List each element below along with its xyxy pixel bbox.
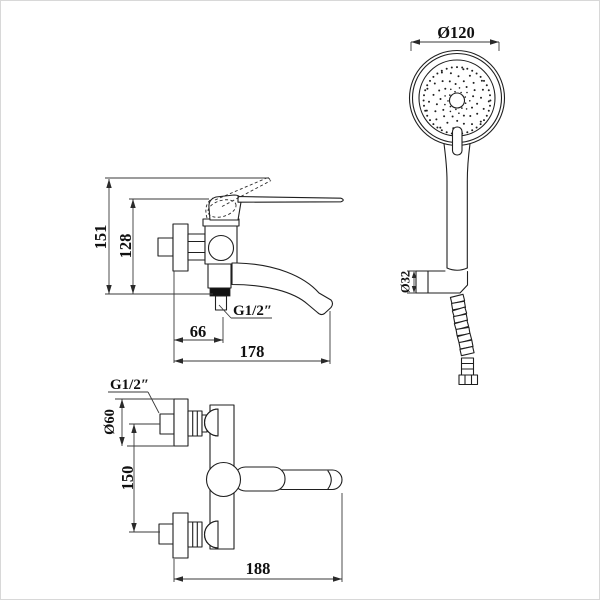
spout <box>231 262 334 316</box>
diverter-knob <box>207 234 235 262</box>
hand-shower <box>408 49 506 386</box>
front-view-faucet <box>158 398 343 559</box>
side-view-dimensions: 151 128 66 178 G1/2″ <box>91 177 331 364</box>
wall-flange <box>172 223 189 272</box>
dim-spout-reach-label: 178 <box>240 342 265 361</box>
spray-nozzle-dots <box>422 66 492 135</box>
dim-flange-diameter-label: Ø60 <box>102 409 118 435</box>
lever-raised-dashed <box>205 177 272 219</box>
mounting-nut <box>187 233 206 261</box>
outlet-thread <box>209 287 231 297</box>
inlet-thread-label: G1/2″ <box>110 377 149 393</box>
front-view-dimensions: G1/2″ Ø60 150 188 <box>102 377 343 582</box>
wall-connector <box>157 237 174 257</box>
bottom-inlet-assembly <box>158 512 219 559</box>
top-inlet-assembly <box>159 398 219 447</box>
front-lever-handle <box>205 461 343 498</box>
hose-connector <box>460 357 475 376</box>
dim-inlet-spacing-label: 150 <box>118 466 137 491</box>
shower-hose <box>449 293 479 386</box>
spout-thread-label: G1/2″ <box>233 303 272 319</box>
front-knob <box>205 461 242 498</box>
bottom-flange <box>172 512 189 559</box>
shower-handle <box>443 143 471 271</box>
outlet-stub <box>214 295 228 311</box>
spray-mode-slider <box>451 126 463 156</box>
side-view-faucet <box>157 177 344 316</box>
dim-spout-offset-label: 66 <box>190 322 207 341</box>
top-flange <box>173 398 189 447</box>
hose-nut <box>458 374 479 386</box>
body-neck <box>207 263 232 289</box>
dim-overall-height-label: 151 <box>91 225 110 250</box>
dim-overall-width-label: 188 <box>246 559 271 578</box>
hand-shower-dimensions: Ø120 Ø32 <box>398 23 500 294</box>
shower-head-hub <box>448 92 466 109</box>
shower-holder <box>415 270 469 294</box>
dim-head-diameter-label: Ø120 <box>437 23 475 42</box>
lever-handle <box>237 195 344 203</box>
dim-holder-diameter-label: Ø32 <box>398 271 412 293</box>
dim-body-height-label: 128 <box>116 234 135 259</box>
